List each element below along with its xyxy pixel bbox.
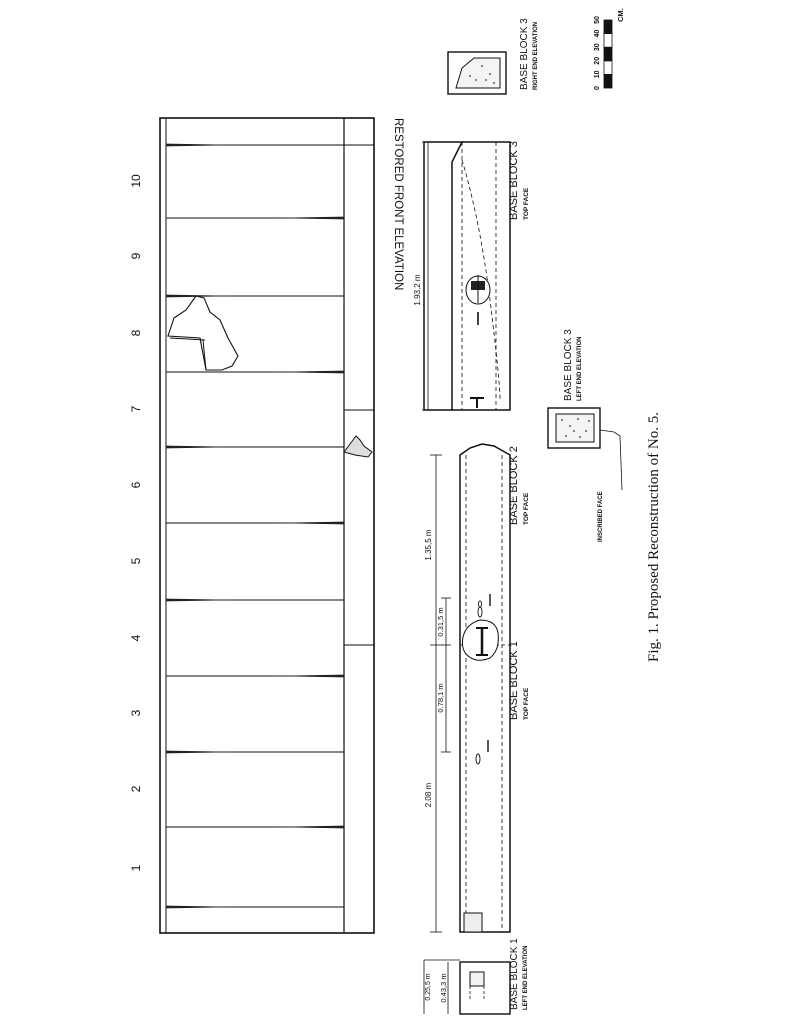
scale-tick-label: 0	[594, 86, 601, 90]
scale-tick-label: 30	[594, 43, 601, 51]
panel-number: 7	[129, 405, 143, 412]
joint-taper	[266, 370, 344, 374]
joint-taper	[266, 825, 344, 829]
panel-fragment	[167, 295, 239, 371]
block3-left-subtitle: LEFT END ELEVATION	[577, 337, 583, 401]
scale-bar: CM. 0 10 20 30 40 50	[594, 8, 625, 90]
scale-segment	[603, 46, 613, 62]
front-elevation: 1 2 3 4 5 6 7 8 9 10 RESTORED FRONT ELEVATION	[129, 117, 404, 934]
base-fragment	[343, 435, 373, 458]
panel-number: 6	[129, 481, 143, 488]
block1-left-title: BASE BLOCK 1	[509, 938, 520, 1010]
scale-segment	[603, 33, 613, 48]
panel-number: 8	[129, 329, 143, 336]
block1-top-subtitle: TOP FACE	[523, 687, 530, 720]
scale-segment	[603, 19, 613, 35]
block1-top-title: BASE BLOCK 1	[508, 641, 520, 720]
panel-number: 2	[129, 785, 143, 792]
scale-tick-label: 20	[594, 57, 601, 65]
panel-number: 10	[129, 174, 143, 188]
scale-segment	[603, 60, 613, 75]
width-dimension: 0.43,3 m	[439, 973, 448, 1002]
panel-number: 9	[129, 252, 143, 259]
scale-tick-label: 40	[594, 30, 601, 38]
height-dimension: 0.25,5 m	[425, 973, 432, 1000]
panel-number: 3	[129, 709, 143, 716]
scale-unit: CM.	[616, 8, 625, 22]
elevation-outline	[159, 117, 375, 934]
scale-tick-label: 50	[594, 16, 601, 24]
panel-numbers: 1 2 3 4 5 6 7 8 9 10	[129, 174, 143, 871]
scale-segment	[603, 74, 613, 89]
span-a-dimension: 0.78,1 m	[436, 683, 445, 712]
panel-number: 5	[129, 557, 143, 564]
joint-taper	[166, 294, 244, 298]
joint-taper	[166, 905, 244, 909]
base-blocks-1-2-top-face: 1.35,5 m 2.08 m 0.31,5 m 0.78,1 m BASE B…	[424, 443, 530, 933]
block3-right-subtitle: RIGHT END ELEVATION	[533, 22, 539, 90]
block2-top-title: BASE BLOCK 2	[508, 446, 520, 525]
elevation-title: RESTORED FRONT ELEVATION	[392, 118, 404, 290]
block3-left-title: BASE BLOCK 3	[563, 329, 574, 401]
joint-taper	[166, 598, 244, 602]
joint-taper	[166, 143, 244, 147]
span-b-dimension: 0.31,5 m	[436, 607, 445, 636]
block3-right-title: BASE BLOCK 3	[519, 18, 530, 90]
base-block-3-top-face: 1.93,2 m BASE BLOCK 3 TOP FACE	[413, 141, 530, 411]
base-block-3-right-end-elevation: BASE BLOCK 3 RIGHT END ELEVATION	[447, 18, 539, 95]
joint-taper	[266, 216, 344, 220]
panel-number: 1	[129, 864, 143, 871]
block2-length-dimension: 1.35,5 m	[424, 529, 433, 560]
panel-number: 4	[129, 634, 143, 641]
inscribed-face-label: INSCRIBED FACE	[598, 491, 604, 542]
block1-length-dimension: 2.08 m	[424, 782, 433, 807]
joint-taper	[166, 750, 244, 754]
joint-markers	[166, 143, 344, 909]
scale-tick-label: 10	[594, 70, 601, 78]
joint-taper	[266, 674, 344, 678]
block3-top-title: BASE BLOCK 3	[508, 141, 520, 220]
figure-caption: Fig. 1. Proposed Reconstruction of No. 5…	[646, 412, 662, 662]
joint-taper	[166, 445, 244, 449]
joint-taper	[266, 521, 344, 525]
block3-length-dimension: 1.93,2 m	[413, 274, 422, 305]
base-block-3-left-end-elevation: INSCRIBED FACE BASE BLOCK 3 LEFT END ELE…	[547, 329, 623, 542]
block1-left-subtitle: LEFT END ELEVATION	[523, 946, 529, 1010]
block3-top-subtitle: TOP FACE	[523, 187, 530, 220]
block2-top-subtitle: TOP FACE	[523, 492, 530, 525]
base-block-1-left-end-elevation: 0.43,3 m 0.25,5 m BASE BLOCK 1 LEFT END …	[423, 938, 529, 1015]
